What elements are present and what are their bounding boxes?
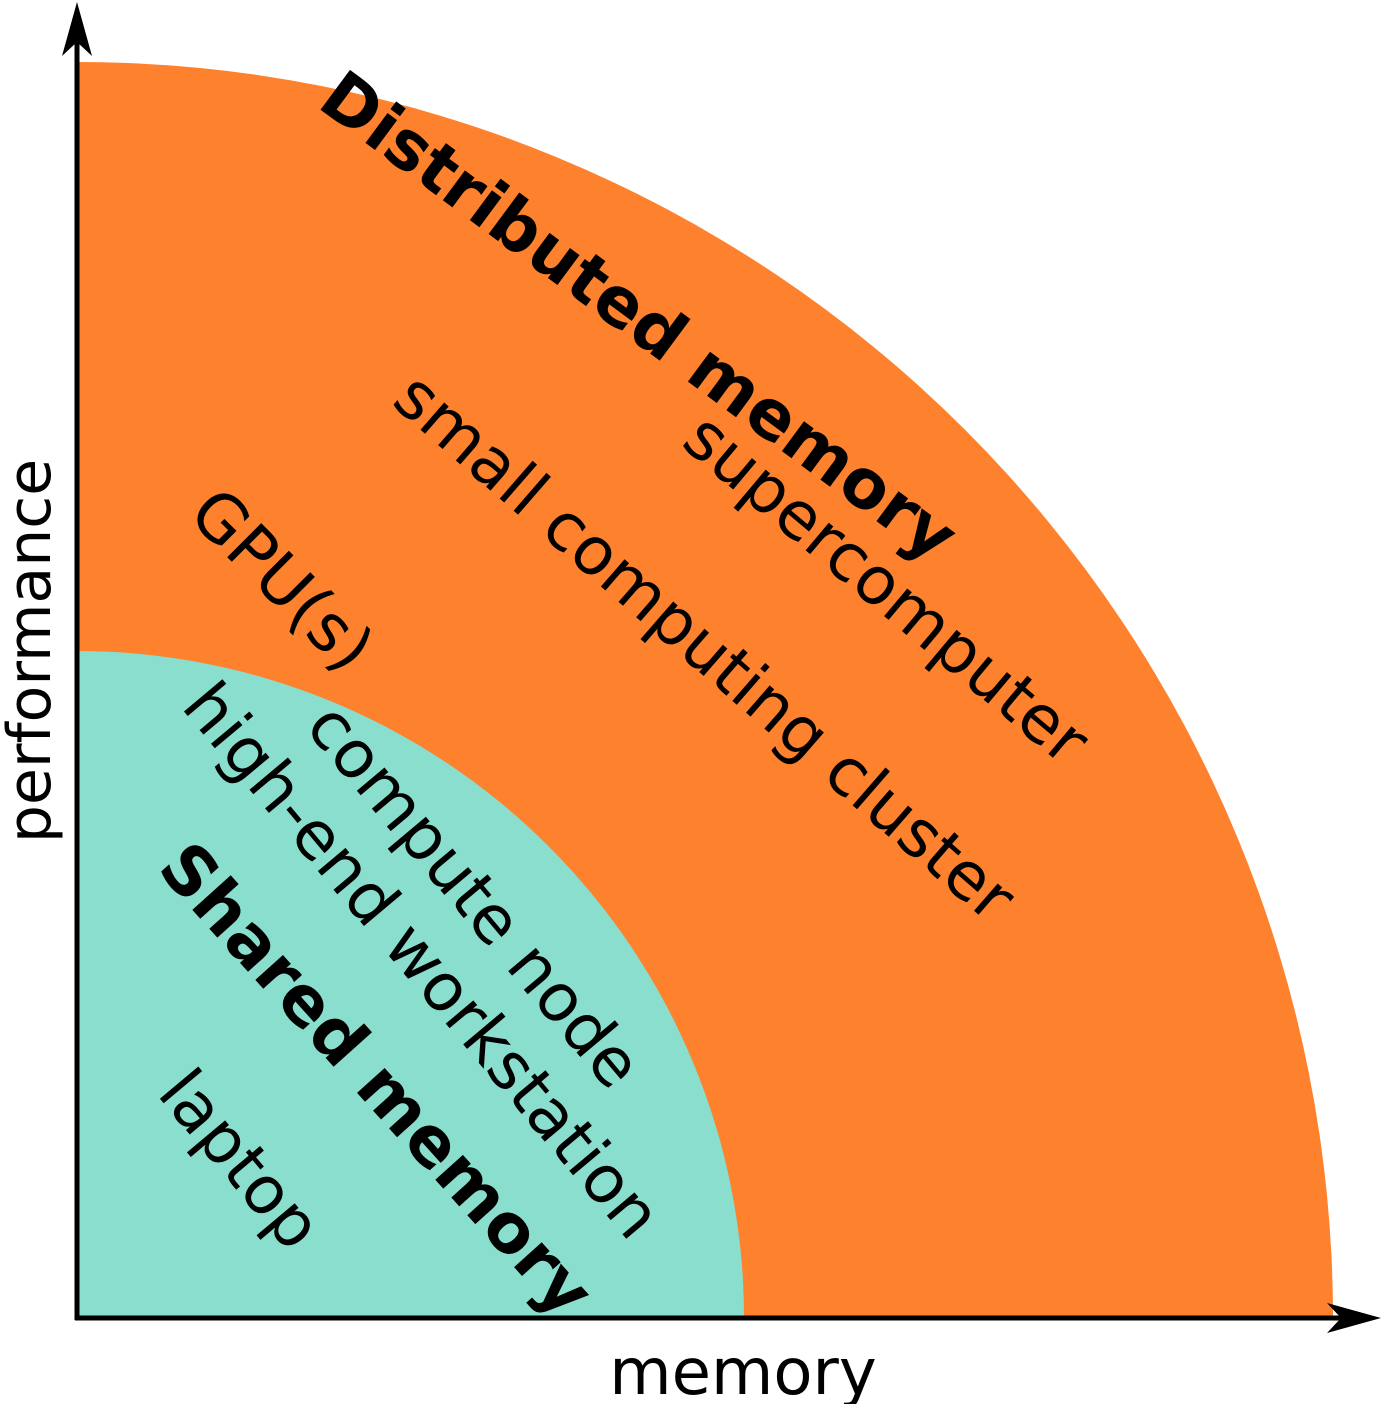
x-axis-arrow-icon [1327, 1303, 1381, 1333]
x-axis-label: memory [609, 1336, 876, 1404]
y-axis-arrow-icon [62, 2, 92, 56]
shared-memory-region [77, 651, 744, 1318]
y-axis-label: performance [0, 459, 65, 843]
axes [74, 30, 1350, 1321]
